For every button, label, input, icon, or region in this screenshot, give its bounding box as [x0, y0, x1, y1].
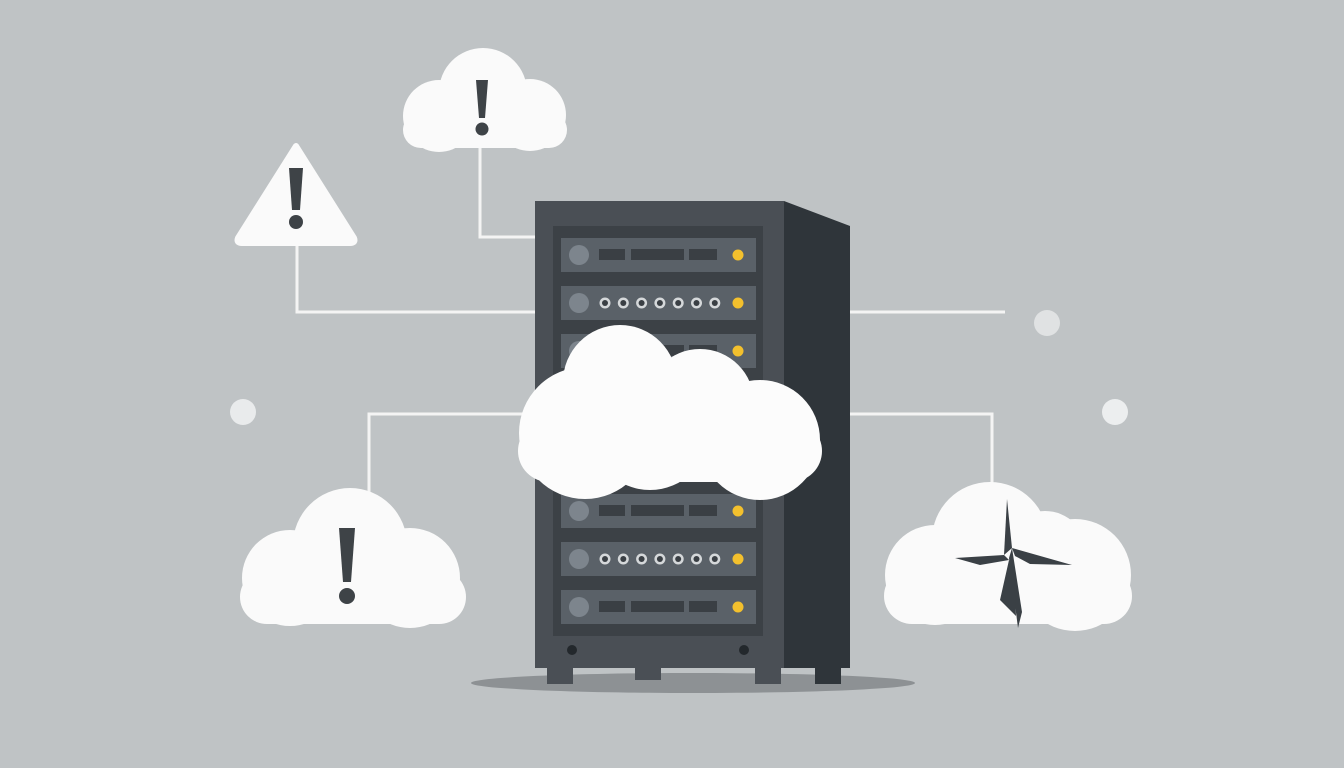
status-led: [732, 249, 744, 261]
drive-slot: [689, 505, 717, 516]
connector-triangle: [295, 243, 535, 314]
crack-icon: [955, 499, 1072, 628]
port-hole: [638, 556, 645, 562]
port-hole: [602, 556, 608, 562]
warning-triangle: [234, 143, 358, 246]
drive-slot: [599, 505, 625, 516]
port-hole: [620, 300, 627, 306]
status-led: [732, 345, 744, 357]
central-cloud: [518, 325, 822, 500]
status-led: [732, 297, 744, 309]
drive-slot: [599, 601, 625, 612]
port-hole: [620, 556, 627, 562]
rack-foot-back: [815, 668, 841, 684]
port-hole: [638, 300, 645, 306]
port-hole: [693, 556, 700, 562]
rack-foot-left: [547, 668, 573, 684]
rack-unit-knob: [569, 245, 589, 265]
drive-slot: [631, 601, 684, 612]
dot-left: [230, 399, 256, 425]
drive-slot: [689, 249, 717, 260]
status-led: [732, 553, 744, 565]
rack-unit-knob: [569, 549, 589, 569]
connector-bottom-left-cloud: [367, 412, 535, 492]
port-hole: [711, 300, 718, 306]
rack-unit: [561, 542, 756, 576]
status-led: [732, 505, 744, 517]
port-hole: [675, 556, 682, 562]
port-hole: [656, 300, 663, 306]
exclamation-icon: [289, 168, 303, 229]
connector-lines: [295, 148, 1005, 492]
rack-foot-right: [755, 668, 781, 684]
rack-unit: [561, 590, 756, 624]
port-hole: [656, 556, 663, 562]
port-hole: [675, 300, 682, 306]
exclamation-icon: [475, 80, 489, 136]
broken-cloud-right: [884, 482, 1132, 631]
drive-slot: [689, 601, 717, 612]
cloud-shape: [884, 482, 1132, 631]
cloud-shape: [403, 48, 567, 152]
cloud-shape: [240, 488, 466, 628]
exclamation-icon: [339, 528, 355, 604]
rack-unit: [561, 494, 756, 528]
rack-caster-right: [739, 645, 749, 655]
port-hole: [693, 300, 700, 306]
dot-right-upper: [1034, 310, 1060, 336]
rack-unit-knob: [569, 501, 589, 521]
dot-right-lower: [1102, 399, 1128, 425]
rack-unit: [561, 238, 756, 272]
drive-slot: [599, 249, 625, 260]
status-led: [732, 601, 744, 613]
connector-top-cloud: [478, 148, 535, 239]
connector-right-lower: [835, 412, 994, 486]
warning-cloud-bottom-left: [240, 488, 466, 628]
drive-slot: [631, 249, 684, 260]
warning-cloud-top: [403, 48, 567, 152]
rack-foot-middle: [635, 668, 661, 680]
port-hole: [711, 556, 718, 562]
drive-slot: [631, 505, 684, 516]
rack-unit-knob: [569, 597, 589, 617]
rack-unit: [561, 286, 756, 320]
port-hole: [602, 300, 608, 306]
rack-caster-left: [567, 645, 577, 655]
rack-unit-knob: [569, 293, 589, 313]
rack-floor-shadow: [471, 673, 915, 693]
